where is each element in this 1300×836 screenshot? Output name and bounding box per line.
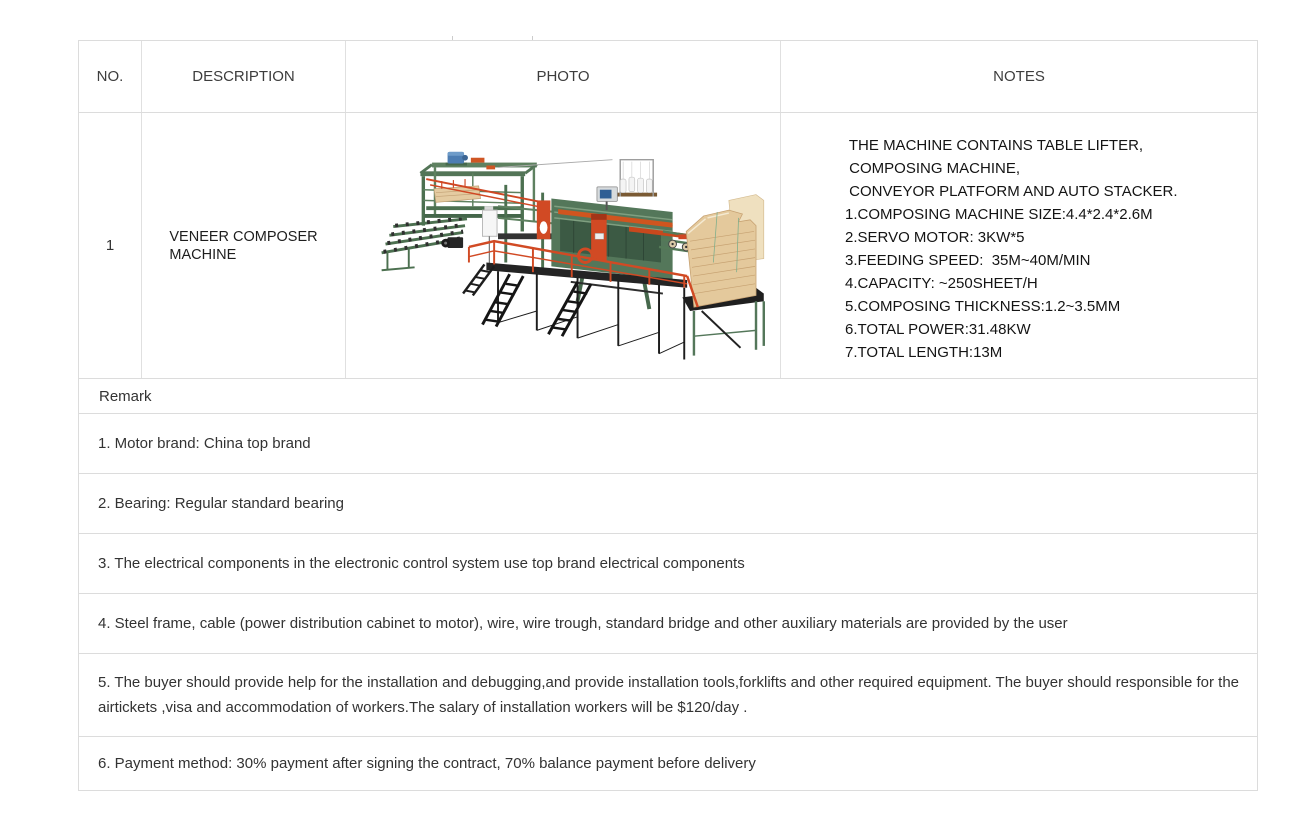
remark-row-2: 2. Bearing: Regular standard bearing bbox=[79, 474, 1257, 534]
notes-text: THE MACHINE CONTAINS TABLE LIFTER, COMPO… bbox=[845, 137, 1178, 361]
remark-row-4: 4. Steel frame, cable (power distributio… bbox=[79, 594, 1257, 654]
remark-header-row: Remark bbox=[79, 379, 1257, 414]
machine-photo bbox=[381, 151, 765, 359]
notes-cell: THE MACHINE CONTAINS TABLE LIFTER, COMPO… bbox=[781, 113, 1257, 378]
remark-row-5: 5. The buyer should provide help for the… bbox=[79, 654, 1257, 737]
product-spec-table: NO. DESCRIPTION PHOTO NOTES 1 VENEER COM… bbox=[78, 40, 1258, 791]
header-notes: NOTES bbox=[993, 68, 1045, 85]
table-header-row: NO. DESCRIPTION PHOTO NOTES bbox=[79, 41, 1257, 113]
remark-row-3: 3. The electrical components in the elec… bbox=[79, 534, 1257, 594]
cropped-cell-border-stub bbox=[452, 36, 453, 41]
header-photo: PHOTO bbox=[346, 41, 781, 112]
row-number: 1 bbox=[79, 113, 142, 378]
header-description: DESCRIPTION bbox=[142, 41, 346, 112]
photo-cell bbox=[346, 113, 781, 378]
cropped-cell-border-stub bbox=[532, 36, 533, 41]
remark-row-1: 1. Motor brand: China top brand bbox=[79, 414, 1257, 474]
header-no: NO. bbox=[79, 41, 142, 112]
remark-row-6: 6. Payment method: 30% payment after sig… bbox=[98, 755, 756, 772]
